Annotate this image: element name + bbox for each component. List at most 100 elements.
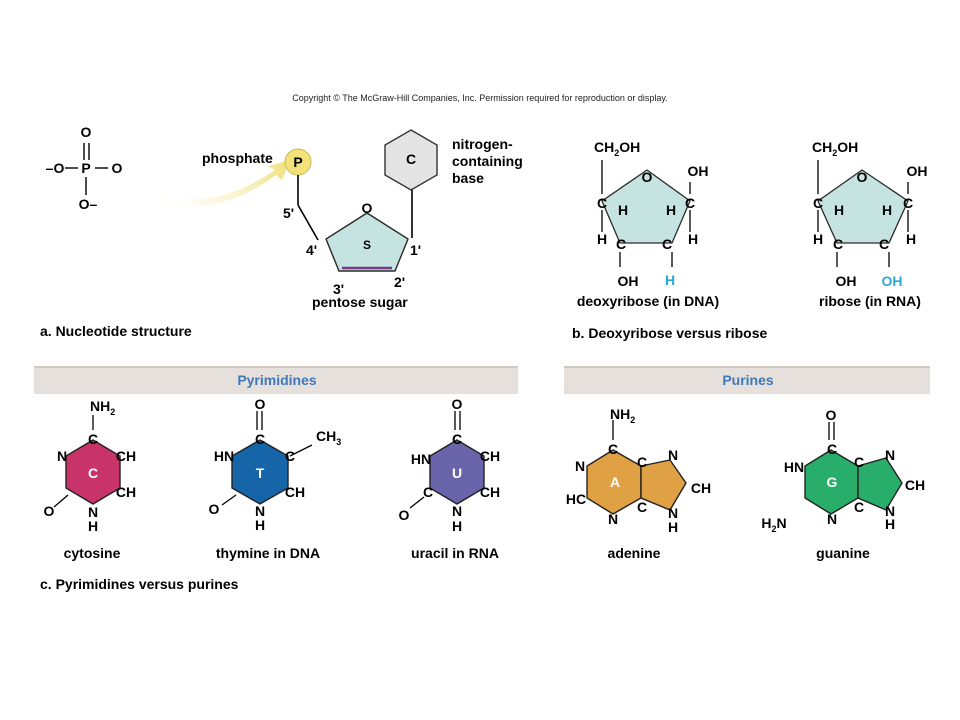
guanine-h-right-bottom: H — [885, 516, 895, 532]
cytosine-structure: NH2 C N CH CH N H O C cytosine — [44, 398, 137, 561]
guanine-h2n: H2N — [761, 515, 786, 534]
deoxy-h-right-out: H — [688, 231, 698, 247]
pyrimidines-banner — [34, 368, 518, 394]
phosphate-label: phosphate — [202, 150, 273, 166]
uracil-ch-right-top: CH — [480, 448, 500, 464]
ribose-h-left-out: H — [813, 231, 823, 247]
deoxy-top-oh: OH — [688, 163, 709, 179]
guanine-n-right-bottom: N — [885, 503, 895, 519]
pyrimidines-title: Pyrimidines — [237, 372, 317, 388]
base-label-line2: containing — [452, 153, 523, 169]
phosphate-bottom-oxygen: O– — [79, 196, 98, 212]
ring-oxygen: O — [362, 200, 373, 216]
adenine-letter: A — [610, 474, 620, 490]
adenine-ch-right: CH — [691, 480, 711, 496]
base-symbol: C — [406, 151, 416, 167]
ribose-c-bottom-right: C — [879, 236, 889, 252]
deoxyribose-name: deoxyribose (in DNA) — [577, 293, 719, 309]
ribose-h-right-out: H — [906, 231, 916, 247]
sugar-pentagon — [325, 212, 409, 272]
cytosine-n-bottom: N — [88, 504, 98, 520]
thymine-ch3: CH3 — [316, 428, 341, 447]
guanine-name: guanine — [816, 545, 870, 561]
carbon-4-label: 4' — [306, 242, 317, 258]
uracil-n-bottom: N — [452, 503, 462, 519]
uracil-name: uracil in RNA — [411, 545, 499, 561]
deoxy-h-left-in: H — [618, 202, 628, 218]
thymine-h-bottom: H — [255, 517, 265, 533]
adenine-structure: NH2 C N C HC N C N CH N H A adenine — [566, 406, 711, 561]
thymine-o-left: O — [209, 501, 220, 517]
thymine-ch-right-bottom: CH — [285, 484, 305, 500]
deoxyribose-structure: CH2OH O OH C C H H H H C C OH H deoxyrib… — [577, 139, 719, 309]
sugar-symbol: S — [363, 238, 371, 252]
base-label-line1: nitrogen- — [452, 136, 513, 152]
purines-title: Purines — [722, 372, 774, 388]
curved-arrow-icon — [150, 160, 290, 207]
deoxy-c-right: C — [685, 195, 695, 211]
guanine-c-top: C — [827, 441, 837, 457]
uracil-hn: HN — [411, 451, 431, 467]
carbon-2-label: 2' — [394, 274, 405, 290]
guanine-n-bottom: N — [827, 511, 837, 527]
phosphate-center-p: P — [81, 160, 90, 176]
adenine-c-mid-top: C — [637, 454, 647, 470]
guanine-n-right-top: N — [885, 447, 895, 463]
deoxy-c-bottom-left: C — [616, 236, 626, 252]
cytosine-n-left: N — [57, 448, 67, 464]
deoxy-c-bottom-right: C — [662, 236, 672, 252]
guanine-c-mid-top: C — [854, 454, 864, 470]
phosphate-top-oxygen: O — [81, 124, 92, 140]
uracil-c-top: C — [452, 431, 462, 447]
thymine-c-top: C — [255, 431, 265, 447]
deoxy-bottom-left-oh: OH — [618, 273, 639, 289]
adenine-c-mid-bottom: C — [637, 499, 647, 515]
uracil-structure: O C HN CH C CH N H O U uracil in RNA — [399, 396, 501, 561]
uracil-o-left: O — [399, 507, 410, 523]
ribose-ring-o: O — [857, 169, 868, 185]
thymine-name: thymine in DNA — [216, 545, 320, 561]
ribose-h-right-in: H — [882, 202, 892, 218]
thymine-o-top: O — [255, 396, 266, 412]
ribose-c-right: C — [903, 195, 913, 211]
uracil-o-top: O — [452, 396, 463, 412]
adenine-n-right-bottom: N — [668, 505, 678, 521]
thymine-c-right: C — [285, 448, 295, 464]
panel-a-nucleotide: O –O P O O– phosphate P C nitrogen- cont… — [40, 124, 523, 339]
base-label-line3: base — [452, 170, 484, 186]
panel-a-caption: a. Nucleotide structure — [40, 323, 192, 339]
thymine-n-bottom: N — [255, 503, 265, 519]
ribose-bottom-right-oh: OH — [882, 273, 903, 289]
phosphate-symbol: P — [293, 154, 302, 170]
cytosine-letter: C — [88, 465, 98, 481]
cytosine-name: cytosine — [64, 545, 121, 561]
ribose-c-bottom-left: C — [833, 236, 843, 252]
adenine-n-bottom: N — [608, 511, 618, 527]
nucleotide-bonds — [297, 175, 413, 241]
deoxy-h-right-in: H — [666, 202, 676, 218]
uracil-h-bottom: H — [452, 518, 462, 534]
uracil-letter: U — [452, 465, 462, 481]
guanine-c-mid-bottom: C — [854, 499, 864, 515]
deoxy-c-left: C — [597, 195, 607, 211]
adenine-h-right-bottom: H — [668, 519, 678, 535]
ribose-bottom-left-oh: OH — [836, 273, 857, 289]
guanine-o-top: O — [826, 407, 837, 423]
deoxy-bottom-right-h: H — [665, 272, 675, 288]
panel-c-bases: Pyrimidines Purines NH2 C N CH CH N H O … — [34, 366, 930, 592]
adenine-c-top: C — [608, 441, 618, 457]
panel-b-caption: b. Deoxyribose versus ribose — [572, 325, 768, 341]
ribose-c-left: C — [813, 195, 823, 211]
deoxy-ring-o: O — [642, 169, 653, 185]
phosphate-left-oxygen: –O — [46, 160, 65, 176]
adenine-hc: HC — [566, 491, 586, 507]
panel-b-sugars: CH2OH O OH C C H H H H C C OH H deoxyrib… — [572, 139, 928, 341]
phosphate-group — [65, 143, 108, 195]
cytosine-h-bottom: H — [88, 518, 98, 534]
thymine-letter: T — [256, 465, 265, 481]
deoxy-h-left-out: H — [597, 231, 607, 247]
adenine-n-left: N — [575, 458, 585, 474]
adenine-name: adenine — [608, 545, 661, 561]
cytosine-ch-right-bottom: CH — [116, 484, 136, 500]
